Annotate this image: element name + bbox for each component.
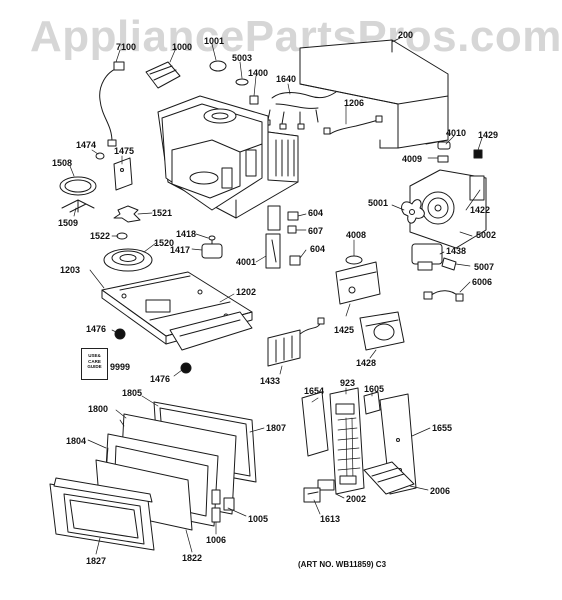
label-part-1000: 1000 bbox=[172, 42, 193, 52]
label-part-1509: 1509 bbox=[58, 218, 79, 228]
thermostat-part-4008 bbox=[345, 255, 363, 265]
label-part-1476-upper: 1476 bbox=[86, 324, 107, 334]
bracket-part-2006 bbox=[363, 461, 415, 495]
label-part-2006: 2006 bbox=[430, 486, 451, 496]
base-plate-part-1202 bbox=[101, 271, 253, 351]
label-part-1417: 1417 bbox=[170, 245, 191, 255]
label-part-1001: 1001 bbox=[204, 36, 225, 46]
label-part-200: 200 bbox=[398, 30, 414, 40]
label-part-607: 607 bbox=[308, 226, 324, 236]
gasket-part-1522 bbox=[116, 232, 128, 240]
label-part-1202: 1202 bbox=[236, 287, 257, 297]
label-part-1640: 1640 bbox=[276, 74, 297, 84]
label-part-5001: 5001 bbox=[368, 198, 389, 208]
label-part-1203: 1203 bbox=[60, 265, 81, 275]
label-part-1433: 1433 bbox=[260, 376, 281, 386]
label-part-6006: 6006 bbox=[472, 277, 493, 287]
cover-part-1475 bbox=[113, 157, 133, 191]
label-part-604-lower: 604 bbox=[310, 244, 326, 254]
cord-part-7100 bbox=[99, 61, 125, 147]
label-part-1807: 1807 bbox=[266, 423, 287, 433]
latch-assembly-part-4001 bbox=[265, 205, 301, 269]
label-part-1474: 1474 bbox=[76, 140, 97, 150]
label-part-1475: 1475 bbox=[114, 146, 135, 156]
label-part-923: 923 bbox=[340, 378, 356, 388]
label-part-604-upper: 604 bbox=[308, 208, 324, 218]
label-part-1508: 1508 bbox=[52, 158, 73, 168]
fan-bracket-part-5002 bbox=[409, 169, 487, 249]
label-part-1521: 1521 bbox=[152, 208, 173, 218]
roller-ring-part-1508 bbox=[59, 176, 97, 196]
fan-motor-part-5003 bbox=[209, 60, 259, 105]
capacitor-part-1438 bbox=[411, 243, 457, 271]
label-part-4001: 4001 bbox=[236, 257, 257, 267]
door-assembly bbox=[49, 401, 257, 551]
label-part-1522: 1522 bbox=[90, 231, 111, 241]
outer-cabinet-part-200 bbox=[299, 39, 449, 149]
label-part-1805: 1805 bbox=[122, 388, 143, 398]
label-part-4008: 4008 bbox=[346, 230, 367, 240]
support-part-1521 bbox=[113, 205, 141, 223]
label-part-1476-lower: 1476 bbox=[150, 374, 171, 384]
label-part-7100: 7100 bbox=[116, 42, 137, 52]
coupling-part-1509 bbox=[61, 199, 95, 213]
label-part-5007: 5007 bbox=[474, 262, 495, 272]
label-part-1438: 1438 bbox=[446, 246, 467, 256]
label-part-1520: 1520 bbox=[154, 238, 175, 248]
label-part-4009: 4009 bbox=[402, 154, 423, 164]
foot-part-1476 bbox=[114, 328, 192, 374]
bracket-part-1425 bbox=[335, 261, 381, 305]
interlock-part-1474 bbox=[95, 152, 105, 160]
label-part-1613: 1613 bbox=[320, 514, 341, 524]
label-part-1005: 1005 bbox=[248, 514, 269, 524]
leader-lines bbox=[69, 37, 483, 555]
label-part-9999: 9999 bbox=[110, 362, 131, 372]
pad-part-1605 bbox=[363, 391, 381, 415]
label-part-1400: 1400 bbox=[248, 68, 269, 78]
label-part-5003: 5003 bbox=[232, 53, 253, 63]
turntable-motor-part-1417 bbox=[201, 235, 223, 259]
thermal-part-4010 bbox=[437, 141, 483, 163]
magnetron-part-1428 bbox=[359, 311, 405, 351]
diode-part-6006 bbox=[423, 290, 464, 302]
label-part-1655: 1655 bbox=[432, 423, 453, 433]
label-part-1006: 1006 bbox=[206, 535, 227, 545]
label-part-4010: 4010 bbox=[446, 128, 467, 138]
art-number: (ART NO. WB11859) C3 bbox=[298, 560, 387, 569]
control-board-part-1000 bbox=[145, 61, 181, 89]
turntable-part-1520 bbox=[103, 248, 153, 272]
label-part-1418: 1418 bbox=[176, 229, 197, 239]
label-part-1800: 1800 bbox=[88, 404, 109, 414]
label-part-1428: 1428 bbox=[356, 358, 377, 368]
label-part-1429: 1429 bbox=[478, 130, 499, 140]
label-part-5002: 5002 bbox=[476, 230, 497, 240]
label-part-1822: 1822 bbox=[182, 553, 203, 563]
button-part-2002 bbox=[303, 479, 335, 503]
label-part-1827: 1827 bbox=[86, 556, 107, 566]
wire-part-1206 bbox=[323, 115, 383, 135]
wire-harness-part-1640 bbox=[263, 91, 337, 130]
label-part-1804: 1804 bbox=[66, 436, 87, 446]
label-part-1654: 1654 bbox=[304, 386, 325, 396]
control-panel-part-923 bbox=[329, 387, 365, 495]
label-part-1605: 1605 bbox=[364, 384, 385, 394]
transformer-part-1433 bbox=[267, 317, 325, 367]
label-part-1206: 1206 bbox=[344, 98, 365, 108]
label-part-1425: 1425 bbox=[334, 325, 355, 335]
label-part-2002: 2002 bbox=[346, 494, 367, 504]
oven-cavity-chassis bbox=[157, 95, 299, 219]
panel-part-1654 bbox=[301, 391, 329, 457]
use-care-guide-booklet: USE& CARE GUIDE bbox=[81, 348, 108, 380]
label-part-1422: 1422 bbox=[470, 205, 491, 215]
fan-blade-part-5001 bbox=[401, 199, 425, 224]
